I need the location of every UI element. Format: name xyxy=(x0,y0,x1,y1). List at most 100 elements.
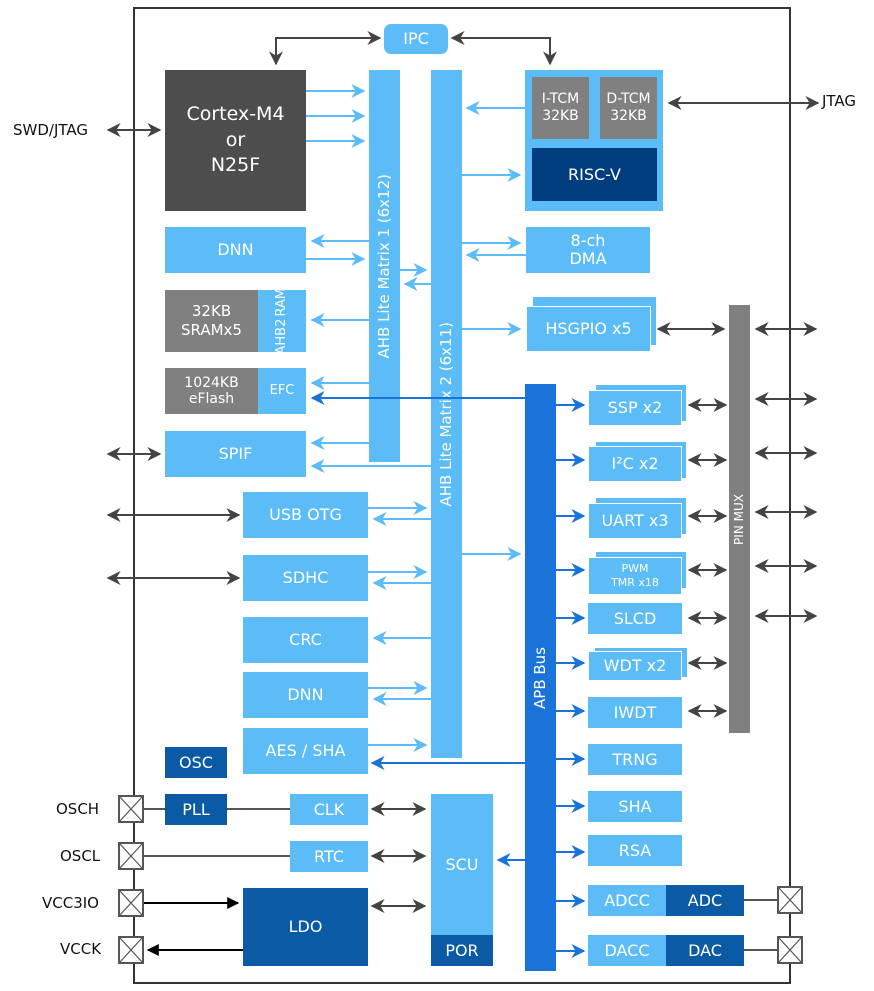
crc-block: CRC xyxy=(243,617,368,663)
sram-block: 32KB SRAMx5 xyxy=(165,290,258,352)
dnn-bottom-block: DNN xyxy=(243,672,368,718)
dma-channels: 8-ch xyxy=(570,231,606,251)
ssp-block: SSP x2 xyxy=(588,390,682,426)
vcck-label: VCCK xyxy=(60,940,102,958)
dtcm-block: D-TCM 32KB xyxy=(600,77,657,139)
dnn-top-label: DNN xyxy=(217,240,254,259)
apb-bus-label: APB Bus xyxy=(531,646,550,709)
efc-block: EFC xyxy=(258,368,306,414)
adcc-block: ADCC xyxy=(588,885,666,916)
osc-label: OSC xyxy=(179,752,213,772)
uart-label: UART x3 xyxy=(601,511,669,530)
tmr-label: TMR x18 xyxy=(611,576,659,589)
adc-block: ADC xyxy=(666,885,744,916)
pll-block: PLL xyxy=(165,794,227,825)
ssp-label: SSP x2 xyxy=(607,398,663,417)
por-block: POR xyxy=(431,935,493,966)
ldo-label: LDO xyxy=(288,917,323,936)
ahb2ram-label-line2: RAM xyxy=(273,287,289,317)
dtcm-size: 32KB xyxy=(610,108,647,124)
ahb-matrix2-label: AHB Lite Matrix 2 (6x11) xyxy=(437,321,456,507)
usb-otg-block: USB OTG xyxy=(243,492,368,538)
trng-block: TRNG xyxy=(588,744,682,775)
sram-label: SRAMx5 xyxy=(181,321,242,339)
pad-osch xyxy=(118,795,144,823)
spif-block: SPIF xyxy=(165,431,306,477)
riscv-label: RISC-V xyxy=(568,164,621,184)
cpu-label-line1: Cortex-M4 xyxy=(186,103,285,126)
rsa-block: RSA xyxy=(588,835,682,866)
dac-block: DAC xyxy=(666,935,744,966)
pad-dac xyxy=(777,936,803,964)
dacc-label: DACC xyxy=(604,940,650,960)
itcm-size: 32KB xyxy=(542,108,579,124)
scu-label: SCU xyxy=(445,854,479,874)
cpu-label-line3: N25F xyxy=(210,154,261,177)
slcd-label: SLCD xyxy=(613,608,657,628)
rtc-block: RTC xyxy=(290,841,368,872)
dnn-top-block: DNN xyxy=(165,227,306,273)
ahb-matrix1-bus: AHB Lite Matrix 1 (6x12) xyxy=(369,70,400,462)
scu-block: SCU xyxy=(431,794,493,935)
ipc-block: IPC xyxy=(384,24,448,54)
iwdt-block: IWDT xyxy=(588,697,682,728)
uart-block: UART x3 xyxy=(588,503,682,539)
iwdt-label: IWDT xyxy=(613,702,657,722)
eflash-size: 1024KB xyxy=(184,374,239,391)
cpu-block: Cortex-M4 or N25F xyxy=(165,70,306,211)
aes-sha-label: AES / SHA xyxy=(265,741,346,760)
pin-mux: PIN MUX xyxy=(729,305,750,733)
pwm-label: PWM xyxy=(621,561,649,575)
vcc3io-label: VCC3IO xyxy=(42,894,99,912)
cpu-label-line2: or xyxy=(225,128,246,151)
hsgpio-label: HSGPIO x5 xyxy=(545,319,632,338)
ipc-label: IPC xyxy=(403,29,429,48)
dma-block: 8-ch DMA xyxy=(526,227,650,273)
rtc-label: RTC xyxy=(314,846,344,866)
sdhc-block: SDHC xyxy=(243,555,368,601)
ahb-matrix1-label: AHB Lite Matrix 1 (6x12) xyxy=(375,173,394,359)
ahb-matrix2-bus: AHB Lite Matrix 2 (6x11) xyxy=(431,70,462,758)
por-label: POR xyxy=(445,940,479,960)
wdt-block: WDT x2 xyxy=(588,651,682,681)
oscl-label: OSCL xyxy=(60,847,101,865)
ahb2ram-label-line1: AHB2 xyxy=(273,318,289,355)
clk-label: CLK xyxy=(313,799,345,819)
efc-label: EFC xyxy=(269,382,295,398)
rsa-label: RSA xyxy=(618,840,652,860)
slcd-block: SLCD xyxy=(588,603,682,634)
chip-boundary xyxy=(133,7,791,984)
adcc-label: ADCC xyxy=(604,890,650,910)
eflash-label: eFlash xyxy=(188,391,235,407)
sdhc-label: SDHC xyxy=(282,568,329,587)
usb-otg-label: USB OTG xyxy=(269,505,342,524)
pad-vcc3io xyxy=(118,889,144,917)
wdt-label: WDT x2 xyxy=(603,656,667,675)
aes-sha-block: AES / SHA xyxy=(243,728,368,774)
hsgpio-block: HSGPIO x5 xyxy=(526,306,651,352)
jtag-label: JTAG xyxy=(822,92,857,110)
itcm-block: I-TCM 32KB xyxy=(532,77,589,139)
sha-block: SHA xyxy=(588,791,682,822)
clk-block: CLK xyxy=(290,794,368,825)
i2c-label: I²C x2 xyxy=(611,454,659,473)
dacc-block: DACC xyxy=(588,935,666,966)
pll-label: PLL xyxy=(182,799,210,819)
pin-mux-label: PIN MUX xyxy=(732,493,746,545)
pad-adc xyxy=(777,886,803,914)
dac-label: DAC xyxy=(688,940,722,960)
dtcm-label: D-TCM xyxy=(606,90,651,107)
ldo-block: LDO xyxy=(243,888,368,966)
trng-label: TRNG xyxy=(612,749,658,769)
itcm-label: I-TCM xyxy=(541,90,580,107)
spif-label: SPIF xyxy=(218,444,253,463)
crc-label: CRC xyxy=(289,630,322,649)
i2c-block: I²C x2 xyxy=(588,446,682,482)
dnn-bottom-label: DNN xyxy=(287,685,324,704)
riscv-block: RISC-V xyxy=(532,148,657,201)
pad-oscl xyxy=(118,842,144,870)
eflash-block: 1024KB eFlash xyxy=(165,368,258,414)
osch-label: OSCH xyxy=(56,800,100,818)
